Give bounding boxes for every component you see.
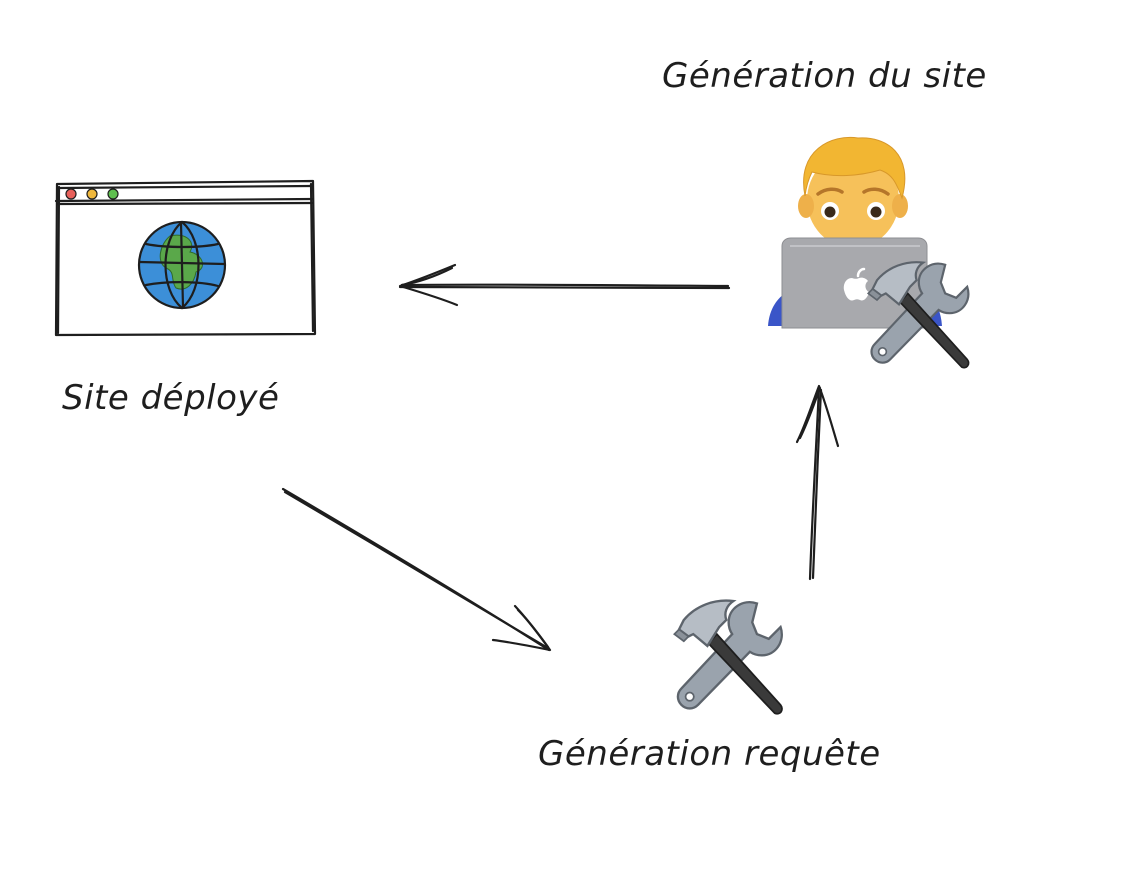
browser-globe-icon: [54, 179, 317, 337]
hammer-wrench-icon: [673, 599, 784, 715]
arrow-request-generation-to-site-generation: [795, 384, 840, 581]
node-label-deployed-site: Site déployé: [62, 378, 280, 418]
arrow-deployed-to-request-generation: [281, 487, 552, 652]
developer-laptop-tools-icon: [768, 136, 970, 369]
node-label-site-generation: Génération du site: [662, 56, 987, 96]
node-label-request-generation: Génération requête: [538, 734, 881, 774]
arrow-site-generation-to-deployed: [398, 263, 731, 307]
